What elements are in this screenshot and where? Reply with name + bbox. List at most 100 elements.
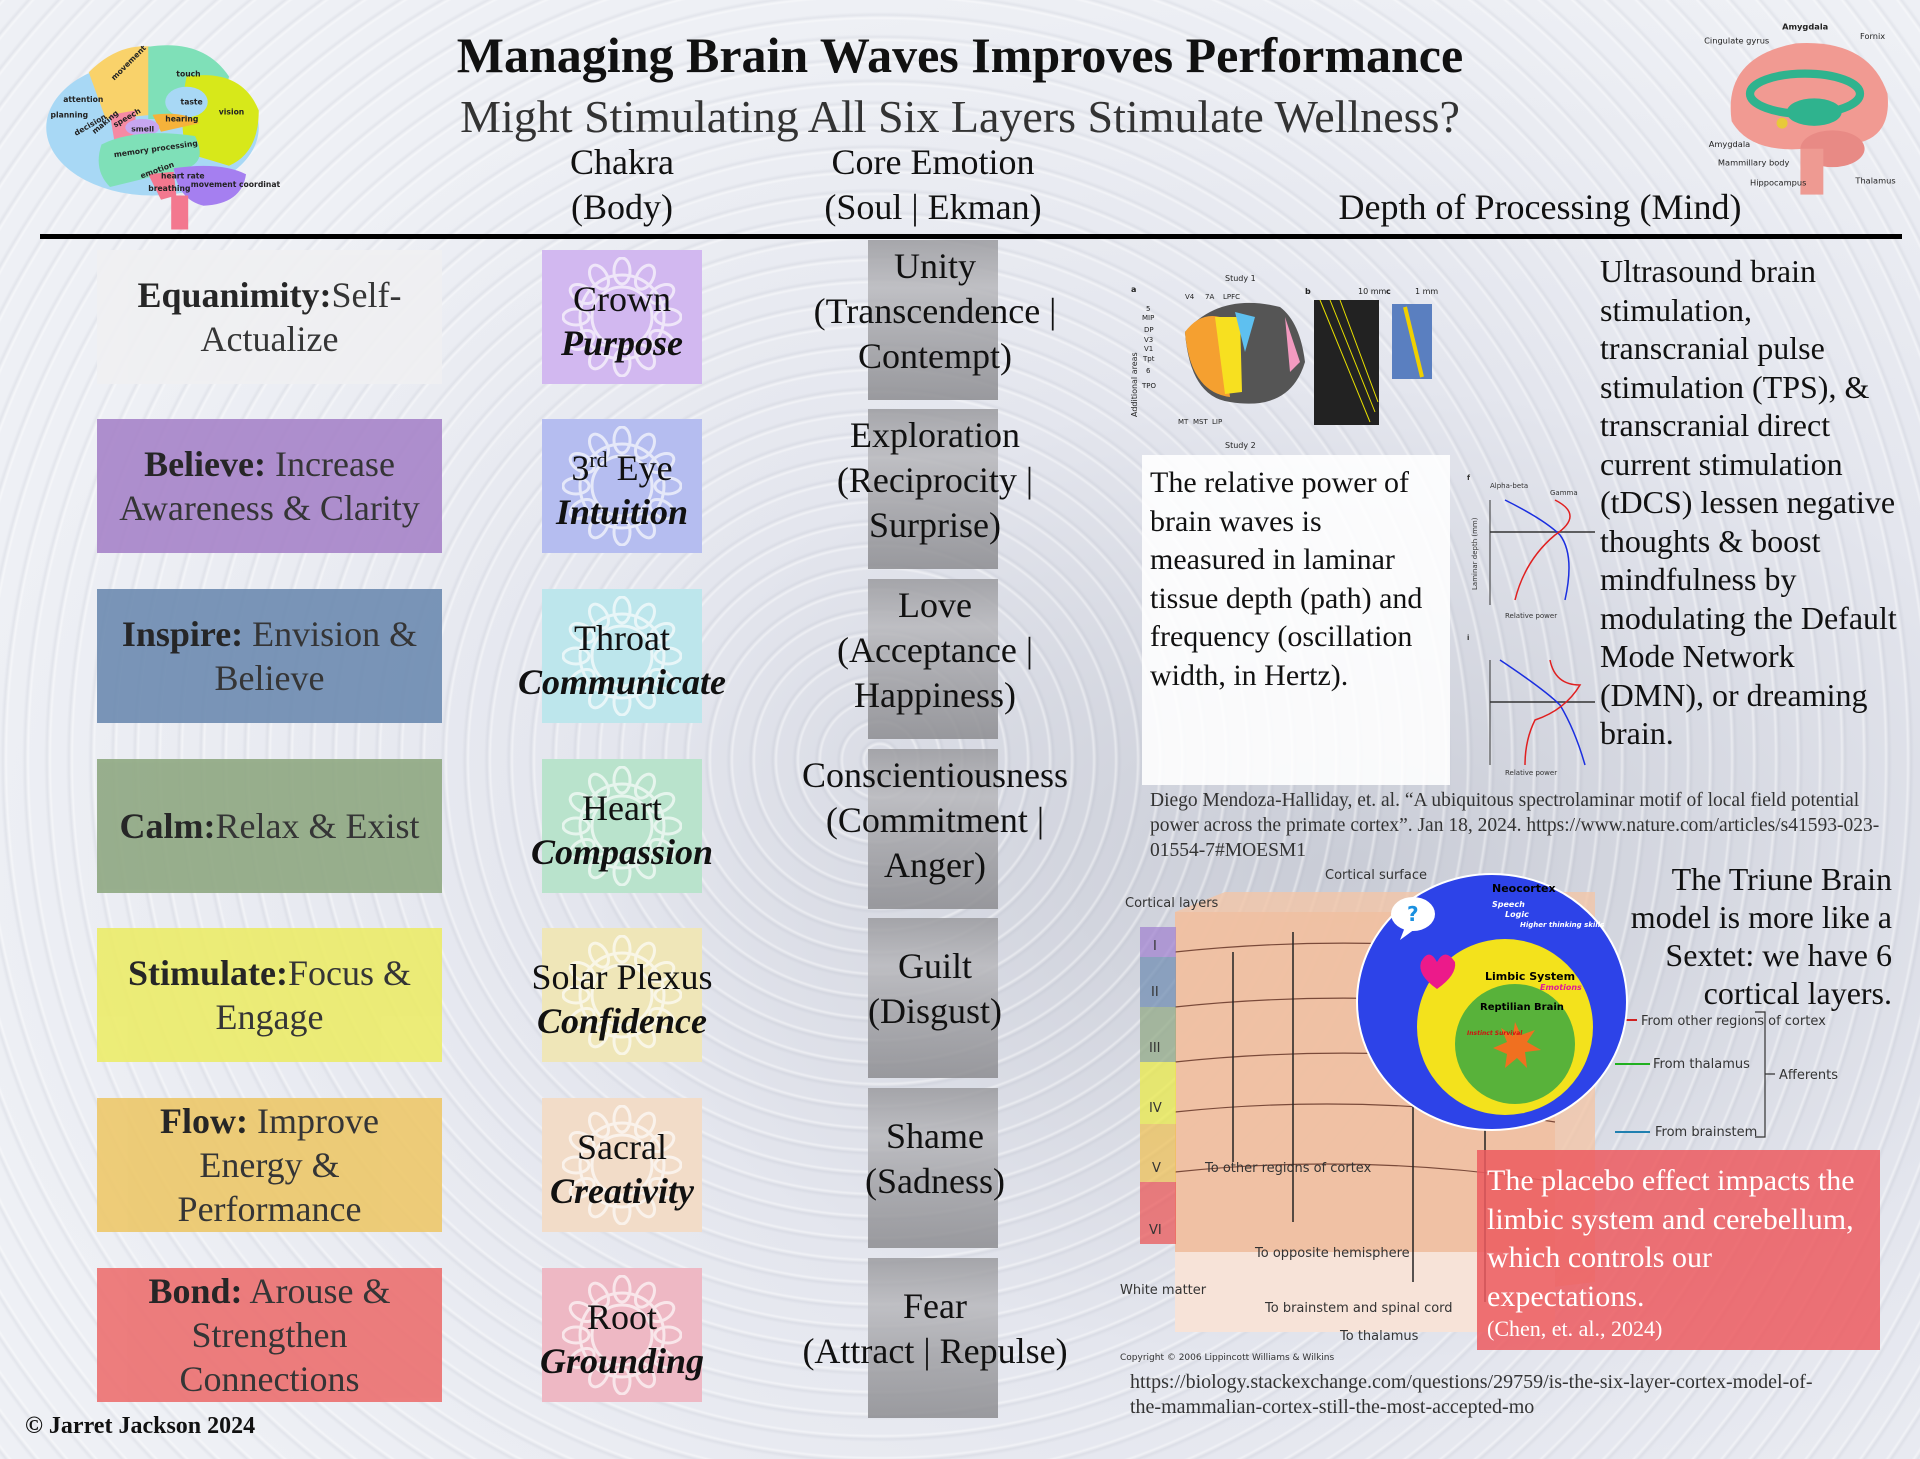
- cortex-label: From other regions of cortex: [1641, 1014, 1826, 1029]
- citation-stackexchange[interactable]: https://biology.stackexchange.com/questi…: [1130, 1371, 1813, 1418]
- area-label: LIP: [1212, 418, 1222, 426]
- laminar-power-plots: f i Alpha-beta Gamma Relative power Rela…: [1467, 474, 1595, 777]
- placebo-citation: (Chen, et. al., 2024): [1487, 1316, 1663, 1341]
- panel-label: i: [1467, 634, 1469, 642]
- state-name: Flow:: [160, 1101, 248, 1141]
- chakra-name: Solar Plexus: [531, 957, 713, 997]
- cortex-label: To thalamus: [1339, 1329, 1419, 1344]
- area-label: MT: [1178, 418, 1189, 426]
- brain-label: touch: [176, 70, 200, 79]
- placebo-callout: The placebo effect impacts the limbic sy…: [1477, 1150, 1880, 1350]
- brain-functions-illustration: movement touch attention planning decisi…: [46, 43, 280, 230]
- layer-label: V: [1152, 1161, 1161, 1176]
- brain-label: Amygdala: [1709, 139, 1750, 149]
- chakra-icon: [562, 596, 682, 716]
- area-label: V1: [1144, 345, 1153, 353]
- emotion-line: (Sadness): [865, 1161, 1005, 1201]
- panel-label: f: [1467, 474, 1471, 482]
- area-label: TPO: [1141, 382, 1156, 390]
- area-label: 6: [1146, 367, 1151, 375]
- state-name: Equanimity:: [137, 275, 332, 315]
- emotion-line: Exploration: [850, 414, 1020, 455]
- triune-label: Reptilian Brain: [1480, 1002, 1564, 1013]
- axis-label: Laminar depth (mm): [1471, 517, 1479, 590]
- panel-label: a: [1131, 285, 1136, 294]
- emotion-line: Fear: [903, 1286, 967, 1326]
- emotion-line: (Commitment |: [825, 799, 1045, 840]
- chakra-icon: [562, 1275, 682, 1395]
- column-header-emotion: Core Emotion(Soul | Ekman): [753, 140, 1113, 230]
- chakra-quality: Confidence: [537, 1001, 707, 1041]
- chakra-icon: [562, 426, 682, 546]
- cortex-label: From thalamus: [1653, 1057, 1750, 1072]
- chakra-icon: [562, 935, 682, 1055]
- chakra-name: Heart: [582, 788, 662, 828]
- emotion-line: (Transcendence |: [813, 290, 1057, 331]
- face-photo: [868, 579, 998, 739]
- brain-label: Mammillary body: [1718, 157, 1790, 167]
- state-box: Stimulate:Focus & Engage: [97, 928, 442, 1062]
- chakra-icon: [562, 1105, 682, 1225]
- citation-nature[interactable]: Diego Mendoza-Halliday, et. al. “A ubiqu…: [1150, 790, 1880, 861]
- face-photo: [868, 409, 998, 569]
- face-photo: [868, 749, 998, 909]
- chakra-quality: Compassion: [530, 832, 714, 872]
- state-action: Self-Actualize: [200, 275, 402, 359]
- triune-brain-diagram: ? Neocortex Speech Logic Higher thinking…: [1356, 873, 1628, 1131]
- emotion-line: (Acceptance |: [836, 629, 1034, 670]
- brain-label: planning: [51, 110, 89, 119]
- core-emotion: Conscientiousness(Commitment |Anger): [740, 753, 1130, 888]
- column-header-depth: Depth of Processing (Mind): [1338, 187, 1742, 227]
- layer-label: VI: [1149, 1223, 1162, 1238]
- triune-label: Emotions: [1540, 983, 1582, 992]
- core-emotion: Exploration(Reciprocity |Surprise): [740, 413, 1130, 548]
- legend-gamma: Gamma: [1550, 489, 1578, 497]
- face-photo: [868, 240, 998, 400]
- column-header-chakra: Chakra(Body): [482, 140, 762, 230]
- question-icon: ?: [1407, 902, 1419, 926]
- state-box: Inspire: Envision & Believe: [97, 589, 442, 723]
- area-label: MST: [1193, 418, 1208, 426]
- cortex-copyright: Copyright © 2006 Lippincott Williams & W…: [1120, 1353, 1335, 1362]
- cortex-label: To other regions of cortex: [1204, 1161, 1372, 1176]
- brain-label: attention: [63, 95, 103, 104]
- brain-label: Amygdala: [1782, 22, 1828, 32]
- chakra-icon: [562, 257, 682, 377]
- layer-label: IV: [1149, 1101, 1162, 1116]
- spectrolaminar-figure-top: a b c Study 1 Study 2 Additional areas 1…: [1130, 274, 1438, 450]
- header-line: (Soul | Ekman): [824, 187, 1042, 227]
- area-label: 5: [1146, 305, 1150, 313]
- emotion-line: (Attract | Repulse): [802, 1331, 1068, 1371]
- area-label: 7A: [1205, 293, 1214, 301]
- state-box: Flow: Improve Energy & Performance: [97, 1098, 442, 1232]
- chakra-name: 3rd Eye: [571, 447, 673, 488]
- emotion-line: Guilt: [897, 946, 972, 986]
- state-action: Envision & Believe: [214, 614, 418, 698]
- brain-label: heart rate: [161, 171, 205, 180]
- state-action: Increase Awareness & Clarity: [119, 444, 420, 528]
- chakra-name: Root: [586, 1297, 657, 1337]
- brain-label: Hippocampus: [1750, 177, 1806, 187]
- emotion-line: Unity: [893, 245, 976, 286]
- chakra-quality: Purpose: [560, 323, 683, 363]
- header-line: Chakra: [570, 142, 674, 182]
- limbic-system-illustration: Amygdala Cingulate gyrus Fornix Amygdala…: [1704, 22, 1896, 195]
- triune-label: Limbic System: [1485, 970, 1575, 983]
- cortex-label: To brainstem and spinal cord: [1264, 1301, 1453, 1316]
- core-emotion: Fear (Attract | Repulse): [740, 1284, 1130, 1374]
- brain-label: Fornix: [1860, 31, 1885, 41]
- face-photo: [868, 1258, 998, 1418]
- chakra-quality: Creativity: [550, 1171, 694, 1211]
- triune-label: Instinct Survival: [1467, 1030, 1523, 1037]
- layer-label: I: [1153, 939, 1157, 954]
- brain-label: taste: [181, 98, 203, 107]
- cortex-label: Cortical layers: [1125, 896, 1219, 911]
- area-label: Tpt: [1142, 355, 1155, 363]
- area-label: LPFC: [1223, 293, 1240, 301]
- emotion-line: (Reciprocity |: [836, 459, 1034, 500]
